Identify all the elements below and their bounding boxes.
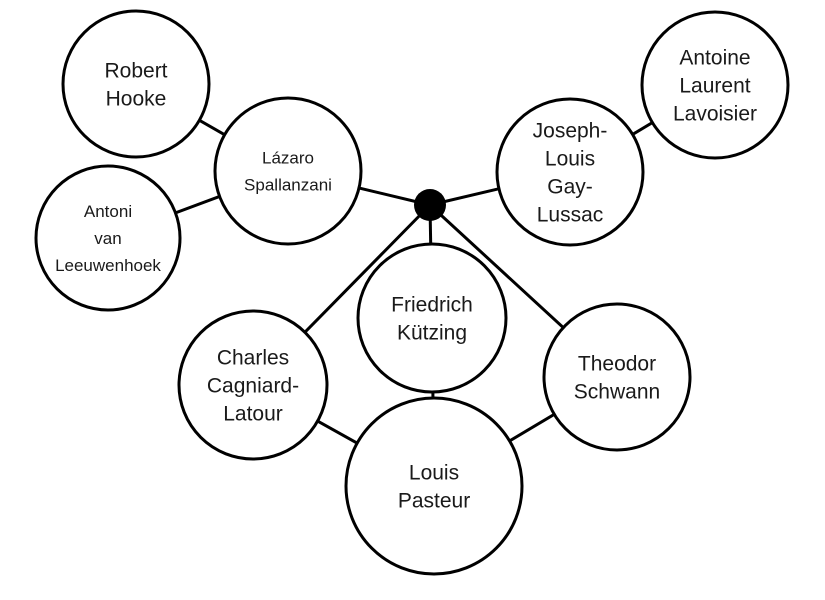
node-label-line: Kützing: [397, 321, 467, 344]
node-label-line: Charles: [217, 346, 289, 369]
node-label-line: Theodor: [578, 352, 656, 375]
node-label-line: Hooke: [106, 87, 167, 110]
node-label-line: Laurent: [679, 74, 750, 97]
node-label-line: Lussac: [537, 203, 604, 226]
node-label-line: Spallanzani: [244, 175, 332, 194]
node-label-line: van: [94, 229, 121, 248]
node-label-line: Lázaro: [262, 148, 314, 167]
node-label-line: Pasteur: [398, 489, 470, 512]
node-label-line: Louis: [545, 147, 595, 170]
node-label-line: Leeuwenhoek: [55, 256, 161, 275]
node-circle-kutzing: [356, 242, 508, 394]
node-circle-cagniard: [177, 309, 329, 461]
node-label-line: Gay-: [547, 175, 593, 198]
node-circle-hooke: [61, 9, 211, 159]
node-label-line: Robert: [104, 59, 167, 82]
node-label-line: Schwann: [574, 380, 660, 403]
node-circle-lavoisier: [640, 10, 790, 160]
node-label-line: Friedrich: [391, 293, 473, 316]
node-label-line: Cagniard-: [207, 374, 299, 397]
node-circle-gaylussac: [495, 97, 645, 247]
node-label-line: Latour: [223, 402, 283, 425]
node-circle-spallanzani: [213, 96, 363, 246]
node-circle-pasteur: [344, 396, 524, 576]
node-label-line: Joseph-: [533, 119, 608, 142]
node-label-line: Antoine: [679, 46, 750, 69]
node-label-line: Antoni: [84, 202, 132, 221]
node-label-line: Louis: [409, 461, 459, 484]
node-circle-leeuwenhoek: [34, 164, 182, 312]
node-label-line: Lavoisier: [673, 102, 757, 125]
node-circle-schwann: [542, 302, 692, 452]
hub-node: [414, 189, 446, 221]
